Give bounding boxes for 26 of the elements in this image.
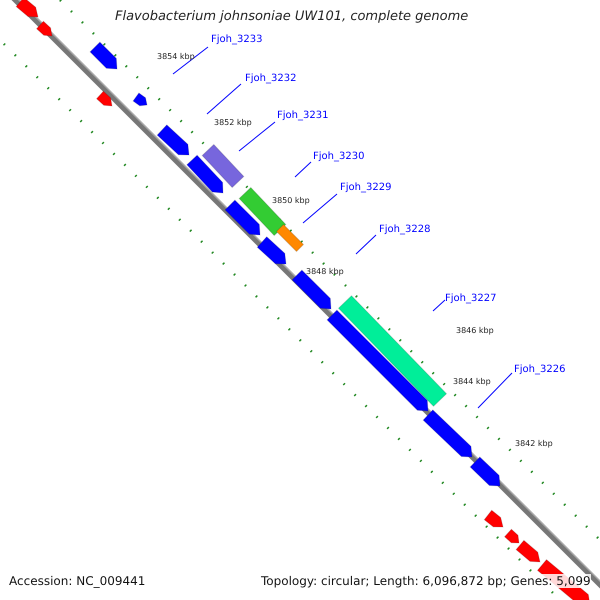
leader-line	[294, 162, 312, 178]
position-label: 3852 kbp	[214, 118, 252, 127]
gene-label: Fjoh_3227	[445, 293, 496, 304]
title: Flavobacterium johnsoniae UW101, complete genome	[115, 9, 468, 24]
gene-label: Fjoh_3232	[245, 73, 296, 84]
gene-label: Fjoh_3233	[211, 34, 262, 45]
leader-line	[356, 234, 376, 254]
position-label: 3850 kbp	[272, 196, 310, 205]
genome-stats-text: Topology: circular; Length: 6,096,872 bp; Genes: 5,099	[261, 574, 591, 588]
position-label: 3846 kbp	[456, 326, 494, 335]
leader-line	[206, 84, 242, 114]
leader-line	[478, 372, 512, 408]
accession-text: Accession: NC_009441	[9, 574, 146, 588]
leader-line	[238, 122, 276, 152]
gene-label: Fjoh_3230	[313, 151, 364, 162]
position-label: 3848 kbp	[306, 267, 344, 276]
gene-label: Fjoh_3226	[514, 364, 566, 375]
position-label: 3844 kbp	[453, 377, 491, 386]
gene-label: Fjoh_3229	[340, 182, 392, 193]
gene-label: Fjoh_3228	[379, 224, 430, 235]
leader-line	[432, 300, 446, 312]
leader-line	[172, 46, 208, 74]
position-label: 3842 kbp	[515, 439, 553, 448]
leader-line	[302, 194, 338, 224]
position-label: 3854 kbp	[157, 52, 195, 61]
gene-label: Fjoh_3231	[277, 110, 328, 121]
